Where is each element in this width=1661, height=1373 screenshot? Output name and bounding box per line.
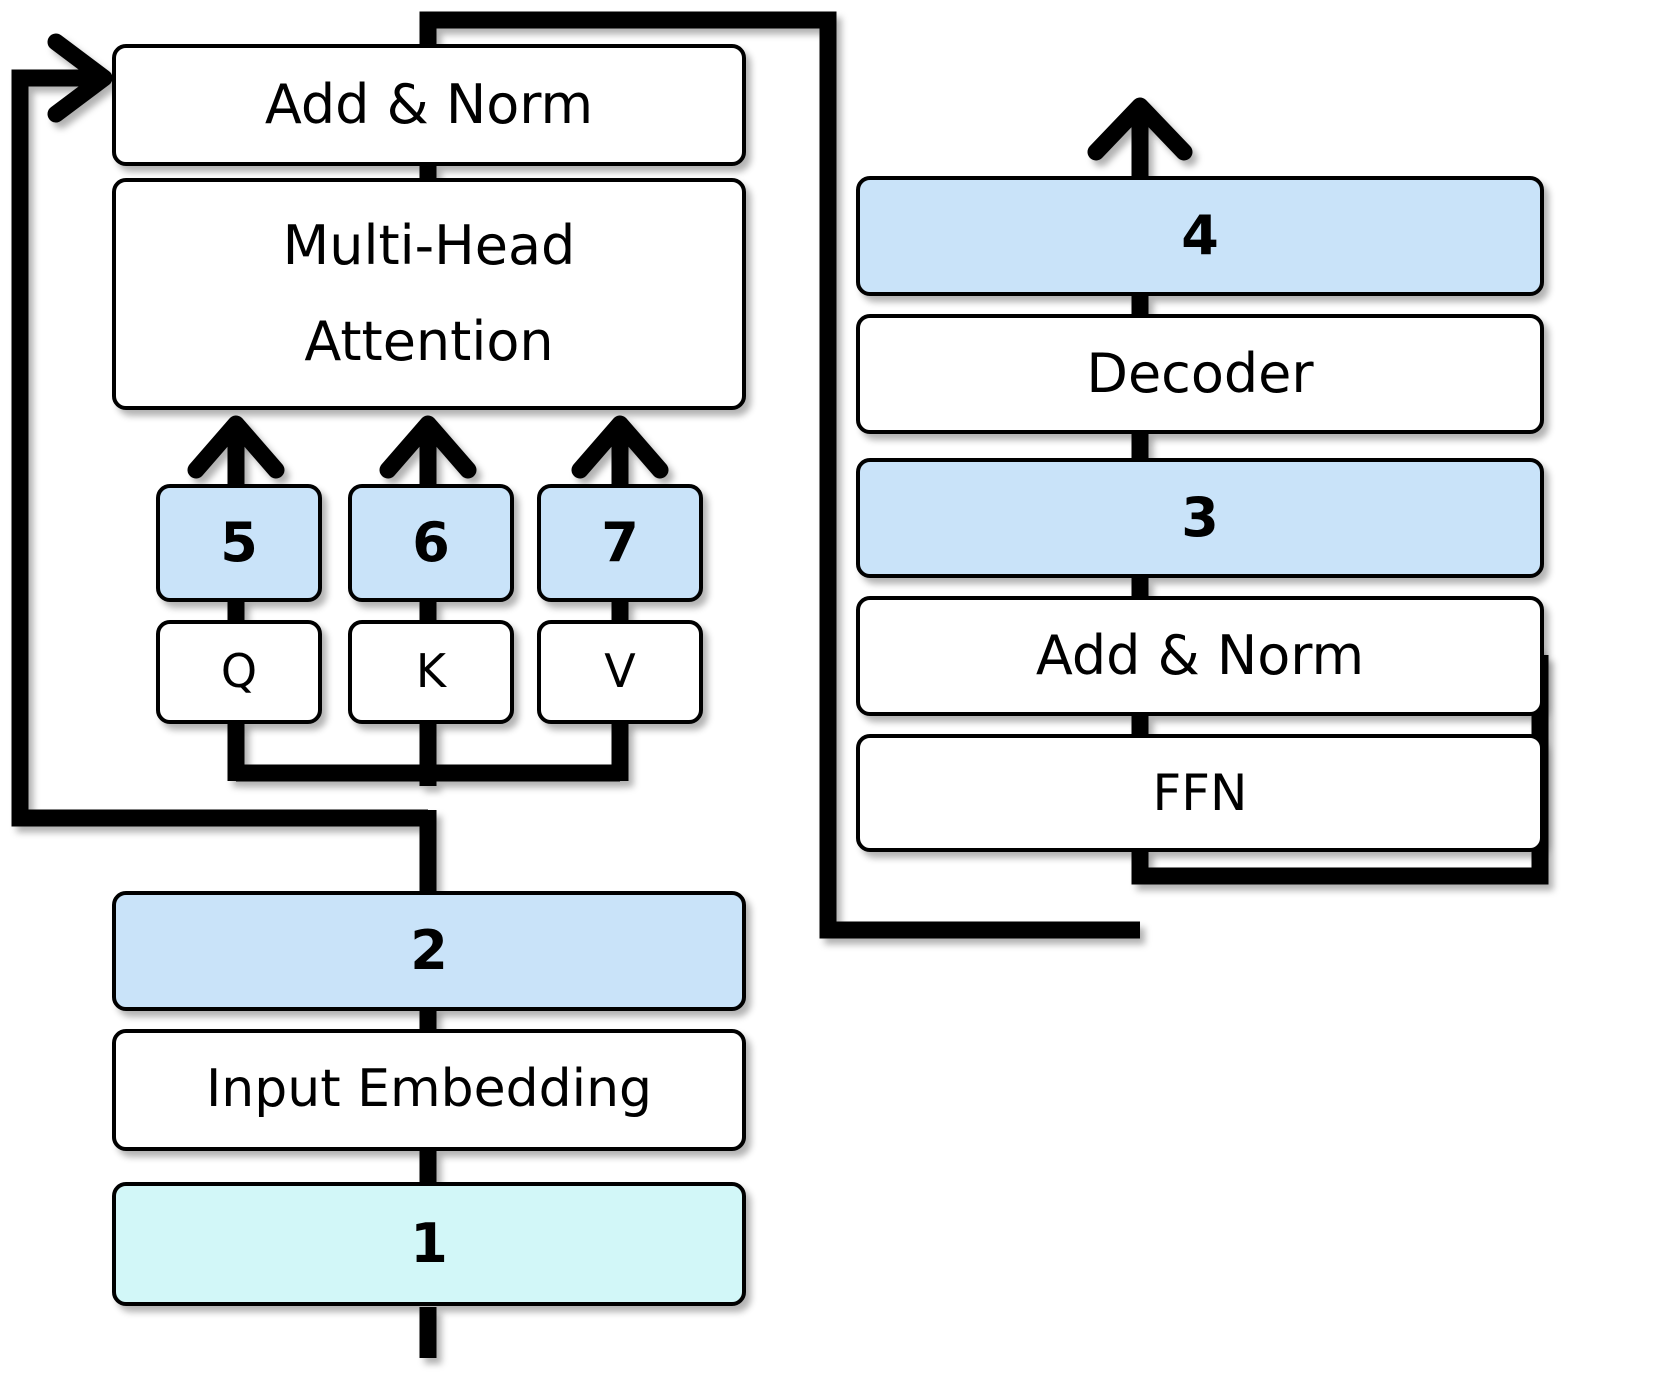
arrowhead-step5-up (187, 415, 285, 479)
node-input-embedding[interactable]: Input Embedding (112, 1029, 746, 1151)
arrowhead-residual-right (47, 33, 113, 123)
node-step-3[interactable]: 3 (856, 458, 1544, 578)
node-attention-label-line1: Multi-Head (282, 213, 576, 277)
node-value-label: V (604, 644, 636, 699)
node-key-label: K (415, 644, 447, 699)
node-attention-label-line2: Attention (304, 310, 554, 373)
node-step-1[interactable]: 1 (112, 1182, 746, 1306)
node-step-7-label: 7 (601, 510, 639, 574)
node-decoder[interactable]: Decoder (856, 314, 1544, 434)
node-add-norm-encoder-label: Add & Norm (264, 72, 594, 136)
node-step-4-label: 4 (1181, 203, 1219, 267)
node-step-4[interactable]: 4 (856, 176, 1544, 296)
node-value[interactable]: V (537, 620, 703, 724)
node-step-2-label: 2 (410, 918, 448, 982)
node-query[interactable]: Q (156, 620, 322, 724)
arrowhead-output-up (1087, 97, 1193, 161)
edge-residual-left (11, 69, 428, 827)
arrowhead-step7-up (571, 415, 669, 479)
node-step-2[interactable]: 2 (112, 891, 746, 1011)
node-query-label: Q (220, 644, 258, 699)
node-step-3-label: 3 (1181, 485, 1219, 549)
node-step-6[interactable]: 6 (348, 484, 514, 602)
node-input-embedding-label: Input Embedding (205, 1059, 653, 1120)
node-multi-head-attention[interactable]: Multi-Head Attention (112, 178, 746, 410)
node-step-5-label: 5 (220, 510, 258, 574)
node-ffn-label: FFN (1152, 763, 1248, 822)
node-decoder-label: Decoder (1086, 341, 1314, 405)
node-key[interactable]: K (348, 620, 514, 724)
edge-encoder-to-decoder (419, 11, 1140, 939)
node-add-norm-decoder[interactable]: Add & Norm (856, 596, 1544, 716)
node-step-5[interactable]: 5 (156, 484, 322, 602)
node-add-norm-encoder[interactable]: Add & Norm (112, 44, 746, 166)
node-step-1-label: 1 (410, 1211, 448, 1275)
node-step-7[interactable]: 7 (537, 484, 703, 602)
node-ffn[interactable]: FFN (856, 734, 1544, 852)
arrowhead-step6-up (379, 415, 477, 479)
node-step-6-label: 6 (412, 510, 450, 574)
node-add-norm-decoder-label: Add & Norm (1035, 623, 1365, 687)
